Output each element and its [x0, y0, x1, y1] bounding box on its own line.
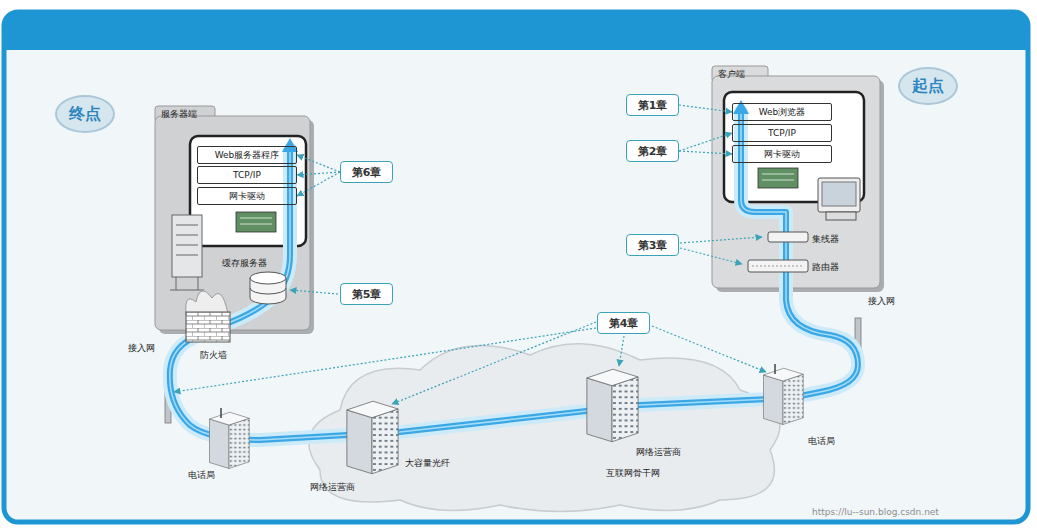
server-devices — [240, 218, 272, 224]
watermark: https://lu--sun.blog.csdn.net — [812, 507, 939, 518]
leader-lines — [680, 248, 742, 264]
node-text: 起点 — [912, 76, 944, 97]
dotted-arrow — [297, 172, 340, 196]
chapter-callout: 第6章 — [340, 161, 393, 183]
client-devices — [768, 232, 808, 242]
chapter-callout: 第4章 — [597, 312, 650, 334]
layer-box: TCP/IP — [197, 166, 297, 184]
node-text: 第2章 — [638, 144, 668, 159]
node-text: 第5章 — [352, 287, 382, 302]
node-text: 第6章 — [352, 165, 382, 180]
internet-cloud — [309, 344, 780, 512]
server-devices — [250, 288, 286, 294]
node-text: TCP/IP — [233, 170, 261, 180]
server-devices — [236, 212, 276, 232]
server-devices — [186, 291, 228, 314]
data-path-tube — [170, 112, 858, 440]
dotted-arrow — [679, 105, 732, 112]
part-label: 防火墙 — [200, 350, 227, 361]
part-label: 路由器 — [812, 262, 839, 273]
part-label: 集线器 — [812, 234, 839, 245]
layer-box: 网卡驱动 — [197, 187, 297, 205]
dotted-arrow — [297, 172, 340, 175]
part-label: 互联网骨干网 — [606, 468, 660, 479]
node-text: 服务器端 — [161, 108, 197, 121]
part-label: 网络运营商 — [310, 482, 355, 493]
client-devices — [758, 168, 798, 188]
part-label: 接入网 — [868, 296, 895, 307]
client-devices — [752, 266, 804, 267]
client-devices — [748, 168, 860, 272]
server-devices — [172, 215, 202, 277]
leader-lines — [174, 237, 766, 404]
buildings — [210, 412, 250, 468]
node-text: TCP/IP — [768, 128, 796, 138]
node-text: 终点 — [69, 104, 101, 125]
node-text: Web服务器程序 — [215, 149, 280, 162]
layer-box: TCP/IP — [732, 124, 832, 142]
dotted-arrow — [679, 133, 732, 151]
leader-lines — [290, 290, 338, 294]
start-ellipse: 起点 — [898, 67, 958, 105]
frame — [4, 12, 1028, 50]
chapter-callout: 第1章 — [626, 94, 679, 116]
buildings — [764, 368, 804, 424]
server-devices — [170, 212, 286, 342]
data-path-tube — [170, 112, 858, 440]
internet-cloud — [309, 344, 780, 512]
access-poles — [165, 318, 861, 423]
chapter-callout: 第5章 — [340, 283, 393, 305]
node-text: 第1章 — [638, 98, 668, 113]
buildings — [210, 364, 804, 474]
buildings — [587, 369, 638, 442]
part-label: 网络运营商 — [636, 447, 681, 458]
leader-lines — [174, 328, 596, 392]
dotted-arrow — [297, 155, 340, 172]
part-label: 电话局 — [188, 470, 215, 481]
server-panel-node: 服务器端 Web服务器程序 TCP/IP 网卡驱动 — [155, 106, 310, 330]
layer-box: Web服务器程序 — [197, 146, 297, 164]
client-devices — [818, 178, 860, 212]
buildings — [347, 401, 398, 474]
layer-box: Web浏览器 — [732, 103, 832, 121]
data-path-tube — [170, 112, 858, 440]
server-devices — [170, 225, 204, 290]
node-text: 客户端 — [718, 68, 745, 81]
frame — [4, 12, 1028, 522]
buildings — [221, 364, 775, 418]
node-text: 第3章 — [638, 238, 668, 253]
leader-lines — [392, 322, 596, 404]
chapter-callout: 第2章 — [626, 140, 679, 162]
part-label: 接入网 — [128, 343, 155, 354]
client-devices — [826, 212, 856, 220]
client-devices — [822, 182, 856, 206]
client-panel-node: 客户端 Web浏览器 TCP/IP 网卡驱动 — [712, 66, 880, 288]
frame — [4, 12, 1028, 522]
server-devices — [250, 272, 286, 284]
dotted-arrow — [679, 151, 732, 154]
server-devices — [186, 312, 230, 342]
tube-arrowheads — [282, 138, 298, 152]
data-path-tube — [170, 112, 858, 440]
node-text: Web浏览器 — [759, 106, 806, 119]
end-ellipse: 终点 — [55, 95, 115, 133]
client-devices — [748, 260, 808, 272]
leader-lines — [619, 336, 624, 366]
part-label: 电话局 — [808, 436, 835, 447]
server-devices — [186, 312, 230, 342]
client-devices — [762, 174, 794, 180]
part-label: 大容量光纤 — [405, 458, 450, 469]
node-text: 网卡驱动 — [229, 190, 265, 203]
leader-lines — [652, 326, 766, 372]
node-text: 网卡驱动 — [764, 148, 800, 161]
leader-lines — [680, 237, 762, 243]
chapter-callout: 第3章 — [626, 234, 679, 256]
node-text: 第4章 — [609, 316, 639, 331]
part-label: 缓存服务器 — [222, 258, 267, 269]
layer-box: 网卡驱动 — [732, 145, 832, 163]
